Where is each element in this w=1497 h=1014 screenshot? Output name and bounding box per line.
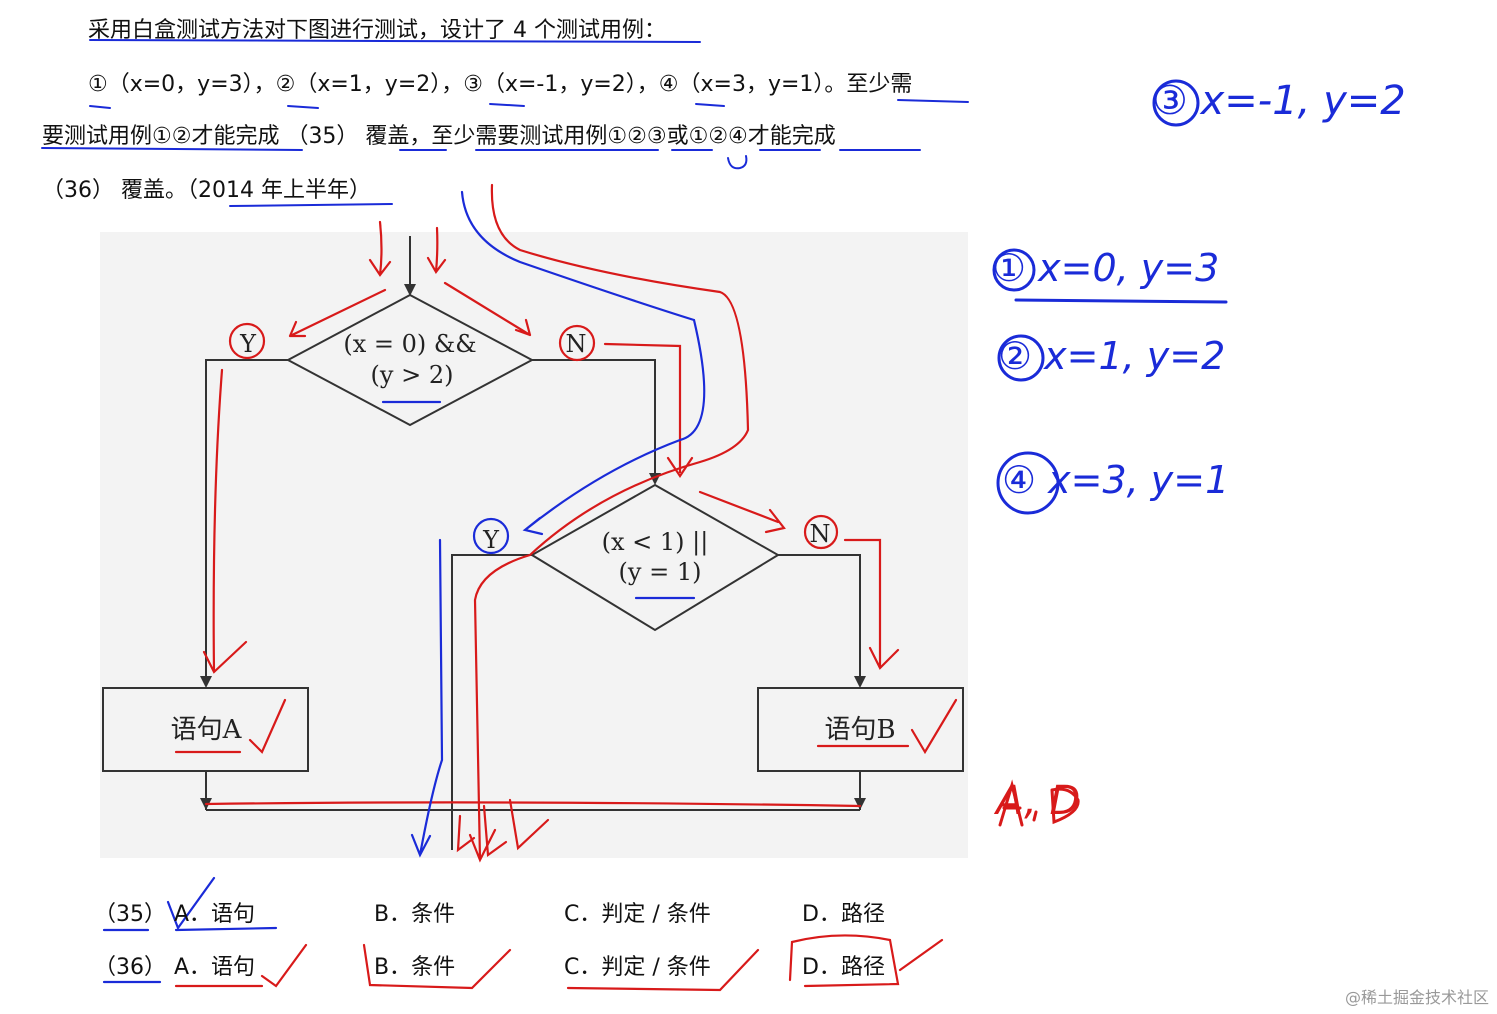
decision-2-diamond xyxy=(530,483,780,632)
q35-option-b[interactable]: B．条件 xyxy=(374,902,456,927)
yes2-path xyxy=(451,554,532,810)
no-label-1: N xyxy=(566,330,587,358)
note-case-4: ④ x=3, y=1 xyxy=(1002,458,1230,502)
q35-option-a[interactable]: A．语句 xyxy=(174,902,256,927)
yes1-path xyxy=(205,359,288,686)
question-line-4: （36） 覆盖。（2014 年上半年） xyxy=(42,178,371,203)
right-notes-ink xyxy=(992,79,1228,515)
q36-option-d[interactable]: D．路径 xyxy=(802,955,885,980)
yes-label-2: Y xyxy=(482,526,500,554)
decision-1-text-1: (x = 0) && xyxy=(343,330,476,358)
q35-option-c[interactable]: C．判定 / 条件 xyxy=(564,902,711,927)
watermark: @稀土掘金技术社区 xyxy=(1344,988,1489,1007)
decision-2-text-1: (x < 1) || xyxy=(602,528,709,557)
no-label-2: N xyxy=(810,520,831,548)
question-line-3: 要测试用例①②才能完成 （35） 覆盖，至少需要测试用例①②③或①②④才能完成 xyxy=(42,124,836,149)
q35-number: （35） xyxy=(94,902,166,927)
q35-option-d[interactable]: D．路径 xyxy=(802,902,885,927)
note-case-3: ③ x=-1, y=2 xyxy=(1152,78,1406,124)
no1-path xyxy=(532,359,656,483)
red-annotations xyxy=(174,183,958,863)
no2-path xyxy=(778,554,861,686)
statement-b-label: 语句B xyxy=(824,715,895,745)
q36-option-a[interactable]: A．语句 xyxy=(174,955,256,980)
answer-ink xyxy=(998,779,1080,827)
question-line-1: 采用白盒测试方法对下图进行测试，设计了 4 个测试用例： xyxy=(88,18,666,43)
decision-1-diamond xyxy=(285,293,535,427)
blue-annotations xyxy=(381,190,706,858)
q36-option-c[interactable]: C．判定 / 条件 xyxy=(564,955,711,980)
decision-1-text-2: (y > 2) xyxy=(371,361,454,389)
q36-number: （36） xyxy=(94,955,166,980)
note-case-2: ② x=1, y=2 xyxy=(998,334,1226,378)
question-line-2: ①（x=0，y=3），②（x=1，y=2），③（x=-1，y=2），④（x=3，… xyxy=(88,72,913,97)
note-answer: A, D xyxy=(996,778,1081,824)
statement-a-label: 语句A xyxy=(171,715,243,745)
yes-label-1: Y xyxy=(239,330,257,358)
note-case-1: ① x=0, y=3 xyxy=(992,246,1220,290)
q36-option-b[interactable]: B．条件 xyxy=(374,955,456,980)
decision-2-text-2: (y = 1) xyxy=(619,558,702,586)
statement-a-box xyxy=(102,687,309,772)
